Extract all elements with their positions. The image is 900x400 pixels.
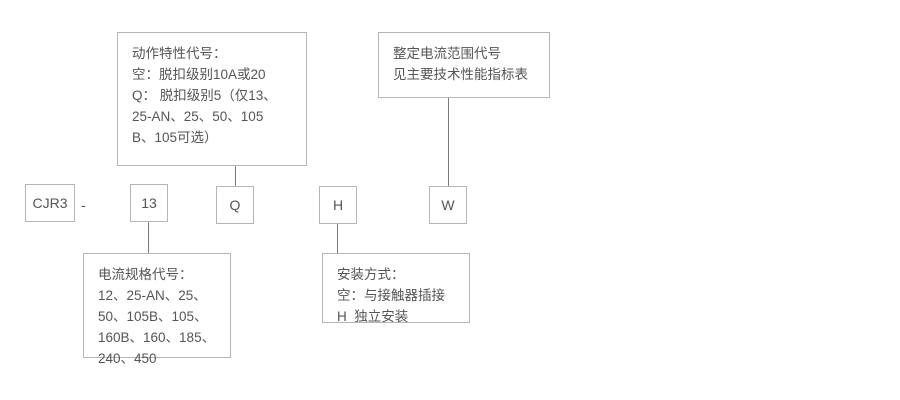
current-spec-note-line-4: 160B、160、185、 xyxy=(98,330,216,345)
current-range-note-box: 整定电流范围代号 见主要技术性能指标表 xyxy=(378,32,550,98)
current-range-note-line-1: 整定电流范围代号 xyxy=(393,46,501,61)
current-spec-note-box: 电流规格代号： 12、25-AN、25、 50、105B、105、 160B、1… xyxy=(83,253,231,366)
connector-action-characteristic-to-q xyxy=(235,166,236,186)
code-box-current-spec-label: 13 xyxy=(141,195,157,211)
action-characteristic-note-box: 动作特性代号： 空：脱扣级别10A或20 Q： 脱扣级别5（仅13、 25-AN… xyxy=(117,32,307,166)
current-spec-note-line-5: 240、450 xyxy=(98,351,157,366)
code-separator-dash: - xyxy=(81,197,86,213)
code-box-action-characteristic-label: Q xyxy=(229,197,241,213)
code-box-action-characteristic: Q xyxy=(216,186,254,224)
action-characteristic-note-line-1: 动作特性代号： xyxy=(132,46,227,61)
code-box-series: CJR3 xyxy=(25,184,75,222)
mounting-type-note-box: 安装方式： 空：与接触器插接 H 独立安装 xyxy=(322,253,470,324)
code-box-current-range-label: W xyxy=(441,197,455,213)
code-box-mounting-type: H xyxy=(319,186,357,224)
action-characteristic-note-line-5: B、105可选） xyxy=(132,130,218,145)
mounting-type-note-line-1: 安装方式： xyxy=(337,267,405,282)
action-characteristic-note-line-4: 25-AN、25、50、105 xyxy=(132,109,264,124)
connector-mounting-type-to-note xyxy=(337,224,338,253)
code-box-current-spec: 13 xyxy=(130,184,168,222)
mounting-type-note-line-3: H 独立安装 xyxy=(337,309,409,324)
current-spec-note-line-3: 50、105B、105、 xyxy=(98,309,208,324)
code-box-series-label: CJR3 xyxy=(32,195,68,211)
current-range-note-line-2: 见主要技术性能指标表 xyxy=(393,67,528,82)
connector-current-range-to-w xyxy=(448,98,449,186)
current-spec-note-line-1: 电流规格代号： xyxy=(98,267,193,282)
action-characteristic-note-line-2: 空：脱扣级别10A或20 xyxy=(132,67,266,82)
connector-current-spec-to-note xyxy=(148,222,149,253)
code-box-mounting-type-label: H xyxy=(332,197,344,213)
current-spec-note-line-2: 12、25-AN、25、 xyxy=(98,288,207,303)
mounting-type-note-line-2: 空：与接触器插接 xyxy=(337,288,445,303)
action-characteristic-note-line-3: Q： 脱扣级别5（仅13、 xyxy=(132,88,277,103)
code-box-current-range: W xyxy=(429,186,467,224)
